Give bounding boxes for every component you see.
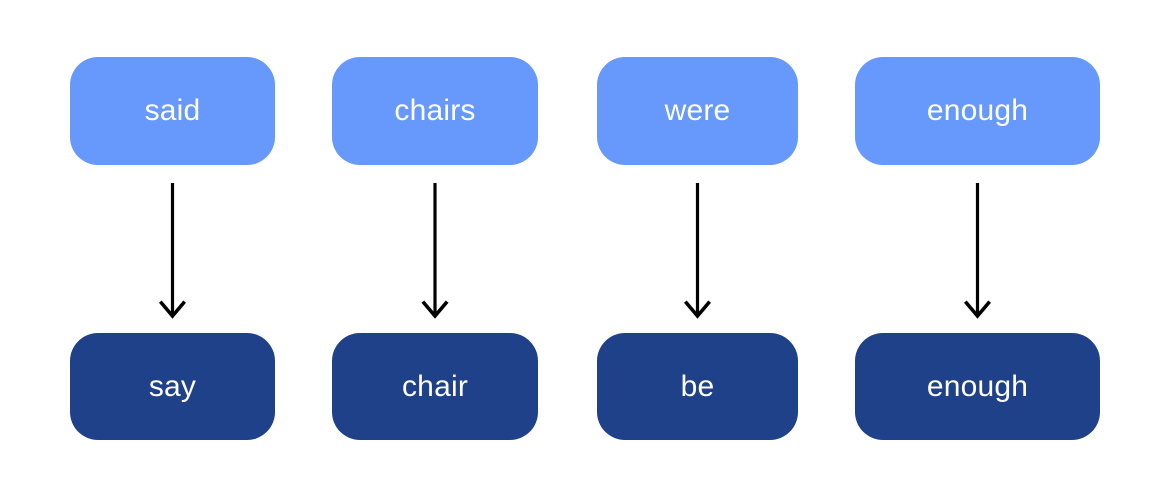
- source-word-label: said: [144, 94, 201, 127]
- mapping-arrow: [855, 165, 1100, 333]
- target-lemma-label: enough: [926, 369, 1029, 403]
- source-word-label: enough: [926, 94, 1029, 127]
- source-word-box[interactable]: enough: [855, 57, 1100, 165]
- mapping-arrow: [597, 165, 798, 333]
- mapping-arrow: [70, 165, 275, 333]
- source-word-box[interactable]: were: [597, 57, 798, 165]
- target-lemma-box[interactable]: chair: [332, 333, 538, 440]
- mapping-arrow: [332, 165, 538, 333]
- target-lemma-box[interactable]: be: [597, 333, 798, 440]
- source-word-box[interactable]: said: [70, 57, 275, 165]
- mapping-column: enough enough: [855, 0, 1100, 501]
- mapping-column: were be: [597, 0, 798, 501]
- mapping-column: chairs chair: [332, 0, 538, 501]
- source-word-label: were: [664, 94, 731, 127]
- target-lemma-box[interactable]: say: [70, 333, 275, 440]
- down-arrow-icon: [683, 183, 712, 319]
- target-lemma-label: chair: [401, 369, 469, 403]
- down-arrow-icon: [963, 183, 992, 319]
- source-word-label: chairs: [394, 94, 476, 127]
- target-lemma-box[interactable]: enough: [855, 333, 1100, 440]
- mapping-column: said say: [70, 0, 275, 501]
- target-lemma-label: say: [148, 369, 197, 403]
- source-word-box[interactable]: chairs: [332, 57, 538, 165]
- down-arrow-icon: [421, 183, 449, 319]
- target-lemma-label: be: [680, 369, 715, 403]
- down-arrow-icon: [158, 183, 187, 319]
